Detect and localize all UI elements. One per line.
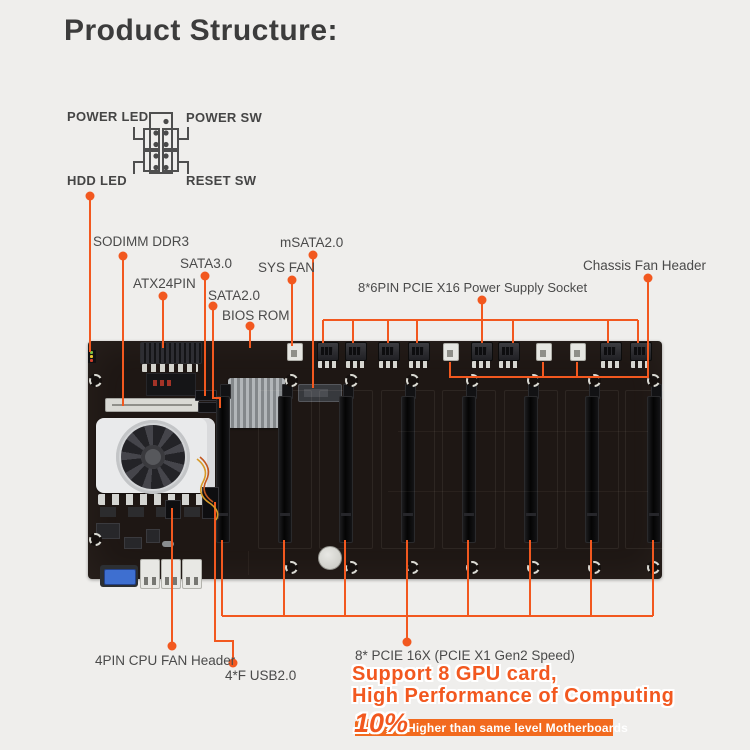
pcie-power-socket <box>408 342 430 361</box>
ic-chip <box>96 523 120 539</box>
screw-hole <box>466 561 479 574</box>
promo-line1: Support 8 GPU card, <box>352 663 558 685</box>
cmos-battery <box>318 546 342 570</box>
screw-hole <box>89 533 102 546</box>
front-usb-headers <box>202 487 219 519</box>
power-led-line <box>133 127 144 140</box>
label-front-usb: 4*F USB2.0 <box>225 668 297 683</box>
mosfet-row <box>100 507 210 517</box>
capacitor-trio <box>601 361 620 368</box>
screw-hole <box>89 374 102 387</box>
usb-port-stack <box>161 559 181 589</box>
label-bios-rom: BIOS ROM <box>222 308 290 323</box>
sata3-connector <box>195 390 217 401</box>
label-atx24pin: ATX24PIN <box>133 276 196 291</box>
fan-connector <box>536 343 552 361</box>
pcie-power-bracket <box>322 304 639 343</box>
motherboard-photo <box>88 341 679 589</box>
pin-dots <box>153 118 169 171</box>
promo-line2: High Performance of Computing <box>352 685 675 707</box>
page-title: Product Structure: <box>64 14 339 47</box>
stat-percentage: 10% <box>354 708 409 738</box>
pcie-power-socket <box>630 342 652 361</box>
screw-hole <box>527 561 540 574</box>
pcie-power-socket <box>498 342 520 361</box>
pcie-slot <box>647 396 661 543</box>
pcie-power-socket <box>317 342 339 361</box>
screw-hole <box>345 561 358 574</box>
chipset-heatsink <box>228 378 285 428</box>
crystal-oscillator <box>162 541 174 547</box>
capacitor-trio <box>379 361 398 368</box>
front-panel-header <box>88 350 96 363</box>
pcb-trace <box>398 431 648 432</box>
label-msata: mSATA2.0 <box>280 235 344 250</box>
capacitor-row <box>98 494 210 505</box>
label-sata2: SATA2.0 <box>208 288 261 303</box>
screw-hole <box>588 374 601 387</box>
screw-hole <box>588 561 601 574</box>
pcie-slot <box>278 396 292 543</box>
capacitor-trio <box>631 361 650 368</box>
capacitor-trio <box>472 361 491 368</box>
screw-hole <box>647 374 660 387</box>
atx-24pin-connector <box>140 342 202 364</box>
screw-hole <box>285 374 298 387</box>
screw-hole <box>285 561 298 574</box>
stat-bar: Higher than same level Motherboards <box>355 719 628 736</box>
label-sata3: SATA3.0 <box>180 256 233 271</box>
pcb-trace <box>248 551 249 575</box>
capacitor-trio <box>409 361 428 368</box>
ic-chip <box>124 537 142 549</box>
pcie-slot <box>524 396 538 543</box>
screw-hole <box>406 561 419 574</box>
label-pcie-power: 8*6PIN PCIE X16 Power Supply Socket <box>358 280 588 295</box>
screw-hole <box>406 374 419 387</box>
pcie-slot <box>585 396 599 543</box>
pcie-slot <box>339 396 353 543</box>
fan-hub <box>141 445 165 469</box>
screw-hole <box>527 374 540 387</box>
label-pcie-slots: 8* PCIE 16X (PCIE X1 Gen2 Speed) <box>355 648 575 663</box>
usb-port-stack <box>140 559 160 589</box>
label-sodimm: SODIMM DDR3 <box>93 234 190 249</box>
label-cpu-fan: 4PIN CPU FAN Header <box>95 653 236 668</box>
pcb-trace <box>388 491 648 492</box>
pcie-power-socket <box>345 342 367 361</box>
screw-hole <box>466 374 479 387</box>
msata-module <box>298 384 342 402</box>
cpu-fan-header <box>165 500 181 519</box>
screw-hole <box>345 374 358 387</box>
fan-connector <box>443 343 459 361</box>
label-power-led: POWER LED <box>67 109 149 124</box>
vrm-chip <box>146 373 196 396</box>
pcie-slot <box>216 396 230 543</box>
label-reset-sw: RESET SW <box>186 173 257 188</box>
label-chassis-fan: Chassis Fan Header <box>583 258 707 273</box>
hdd-led-line <box>133 161 144 174</box>
ic-chip <box>146 529 160 543</box>
power-sw-line <box>178 127 189 140</box>
vga-port <box>100 565 138 587</box>
capacitor-trio <box>346 361 365 368</box>
qr-sticker <box>372 439 387 454</box>
sys-fan-connector <box>287 343 303 361</box>
stat-text: Higher than same level Motherboards <box>407 721 629 735</box>
label-hdd-led: HDD LED <box>67 173 127 188</box>
label-power-sw: POWER SW <box>186 110 263 125</box>
label-sys-fan: SYS FAN <box>258 260 316 275</box>
pcie-slot <box>462 396 476 543</box>
pcie-power-socket <box>471 342 493 361</box>
usb-port-stack <box>182 559 202 589</box>
sodimm-slot <box>105 398 199 412</box>
capacitor-trio <box>318 361 337 368</box>
pcie-power-socket <box>600 342 622 361</box>
pcie-power-socket <box>378 342 400 361</box>
chassis-fan-connector <box>570 343 586 361</box>
pcie-slot <box>401 396 415 543</box>
screw-hole <box>647 561 660 574</box>
capacitor-trio <box>499 361 518 368</box>
capacitor-row <box>142 364 198 372</box>
